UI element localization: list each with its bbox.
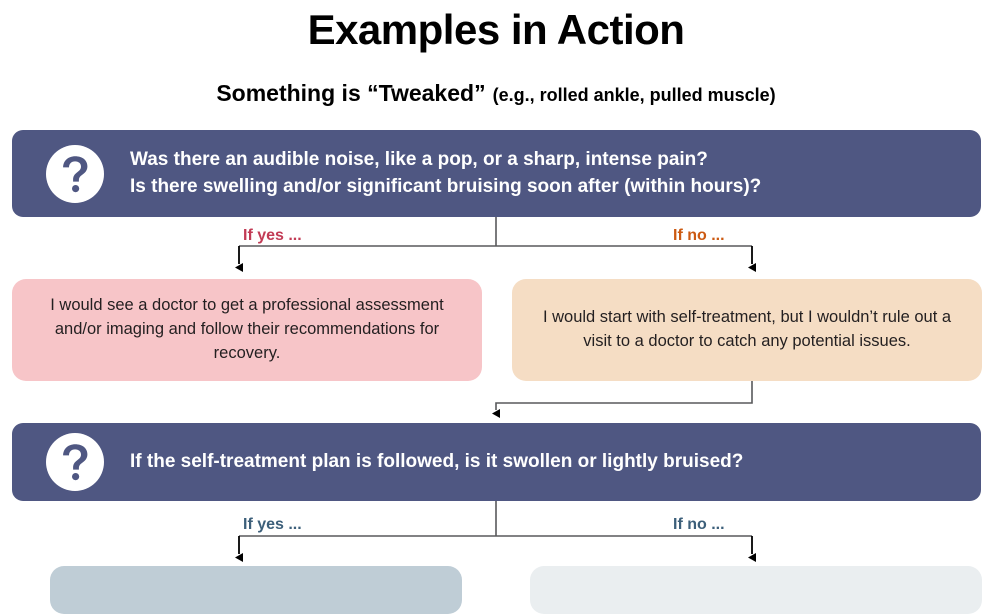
answer-box-yes-2 — [50, 566, 462, 614]
branch-label-no-1: If no ... — [673, 227, 725, 244]
answer-box-yes-1: I would see a doctor to get a profession… — [12, 279, 482, 381]
answer-box-no-2 — [530, 566, 982, 614]
subtitle-main: Something is “Tweaked” — [216, 80, 486, 106]
question-box-2: If the self-treatment plan is followed, … — [12, 423, 981, 501]
branch-label-no-2: If no ... — [673, 516, 725, 533]
page-subtitle: Something is “Tweaked” (e.g., rolled ankl… — [0, 80, 992, 107]
question-box-2-line-1: If the self-treatment plan is followed, … — [130, 450, 744, 472]
branch-label-yes-1: If yes ... — [243, 227, 302, 244]
question-box-1-line-2: Is there swelling and/or significant bru… — [130, 175, 762, 197]
question-box-1-line-1: Was there an audible noise, like a pop, … — [130, 148, 708, 170]
flowchart-page: Examples in Action Something is “Tweaked… — [0, 6, 992, 614]
question-box-1: Was there an audible noise, like a pop, … — [12, 130, 981, 217]
page-title: Examples in Action — [307, 6, 685, 53]
subtitle-note: (e.g., rolled ankle, pulled muscle) — [492, 85, 776, 105]
question-box-2-text: If the self-treatment plan is followed, … — [130, 449, 743, 476]
branch-label-yes-2: If yes ... — [243, 516, 302, 533]
question-box-1-text: Was there an audible noise, like a pop, … — [130, 147, 761, 201]
answer-box-no-1: I would start with self-treatment, but I… — [512, 279, 982, 381]
question-mark-icon — [46, 144, 104, 203]
question-mark-icon — [46, 433, 104, 491]
